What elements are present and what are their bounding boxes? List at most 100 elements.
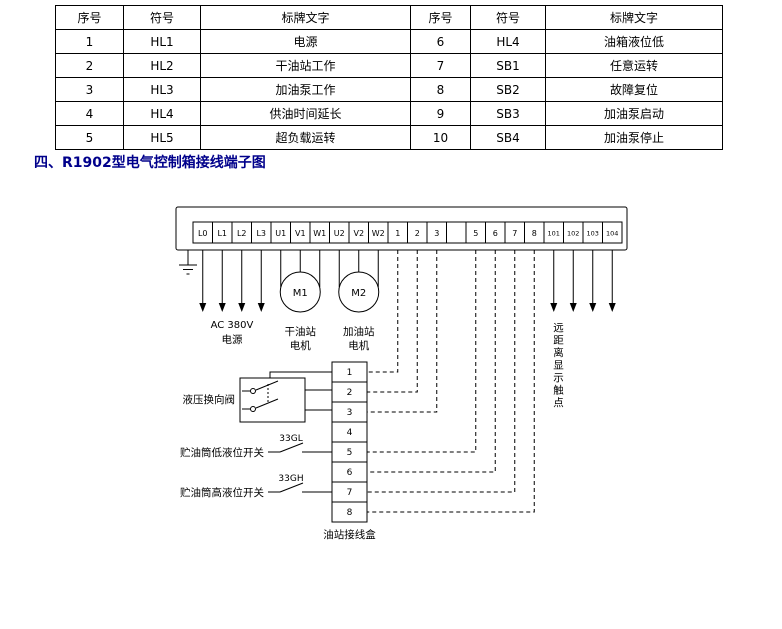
valve-symbol: 液压换向阀 xyxy=(183,371,332,423)
table-cell: 2 xyxy=(55,53,124,78)
motor-name: M2 xyxy=(351,288,366,299)
junction-cell-label: 7 xyxy=(347,488,353,498)
remote-contact-wires: 远距离显示触点 xyxy=(550,250,616,410)
table-cell: 电源 xyxy=(200,29,411,54)
terminal-label: 2 xyxy=(415,229,420,238)
table-cell: SB2 xyxy=(470,77,546,102)
terminal-label: U1 xyxy=(275,229,286,238)
terminal-label: L1 xyxy=(217,229,227,238)
table-row: 3 HL3 加油泵工作 8 SB2 故障复位 xyxy=(55,77,723,102)
terminal-label: L2 xyxy=(237,229,247,238)
terminal-label: U2 xyxy=(334,229,345,238)
valve-label: 液压换向阀 xyxy=(183,393,236,406)
terminal-label: V2 xyxy=(353,229,364,238)
junction-cell-label: 6 xyxy=(347,468,353,478)
terminal-label: V1 xyxy=(295,229,306,238)
table-cell: SB4 xyxy=(470,125,546,150)
ground-icon xyxy=(179,250,197,275)
motor-label: 电机 xyxy=(348,339,369,352)
table-header-cell: 标牌文字 xyxy=(545,5,723,30)
wiring-diagram: L0 L1 L2 L3 U1 V1 W1 U2 V2 W2 1 2 3 5 6 … xyxy=(150,195,670,625)
junction-cell-label: 8 xyxy=(347,508,353,518)
table-cell: 供油时间延长 xyxy=(200,101,411,126)
terminal-label: 3 xyxy=(434,229,439,238)
table-cell: 干油站工作 xyxy=(200,53,411,78)
table-header-cell: 符号 xyxy=(123,5,201,30)
table-cell: 6 xyxy=(410,29,471,54)
terminal-label: 7 xyxy=(512,229,517,238)
table-cell: HL3 xyxy=(123,77,201,102)
table-cell: 超负载运转 xyxy=(200,125,411,150)
table-cell: HL4 xyxy=(123,101,201,126)
table-cell: 加油泵停止 xyxy=(545,125,723,150)
junction-cell-label: 3 xyxy=(347,408,353,418)
table-cell: 加油泵工作 xyxy=(200,77,411,102)
motor-m1: M1 干油站 电机 xyxy=(279,250,321,352)
terminal-label: 1 xyxy=(395,229,400,238)
dashed-links xyxy=(367,250,535,513)
table-header-cell: 标牌文字 xyxy=(200,5,411,30)
power-label-line1: AC 380V xyxy=(211,320,254,331)
table-cell: 8 xyxy=(410,77,471,102)
motor-m2: M2 加油站 电机 xyxy=(338,250,380,352)
terminal-label: 8 xyxy=(532,229,537,238)
low-level-switch: 33GL 贮油筒低液位开关 xyxy=(180,434,332,459)
section-heading: 四、R1902型电气控制箱接线端子图 xyxy=(34,155,266,171)
terminal-label: W2 xyxy=(372,229,385,238)
high-switch-label: 贮油筒高液位开关 xyxy=(180,486,264,499)
table-cell: 故障复位 xyxy=(545,77,723,102)
table-cell: 5 xyxy=(55,125,124,150)
high-level-switch: 33GH 贮油筒高液位开关 xyxy=(180,474,332,499)
table-cell: 7 xyxy=(410,53,471,78)
table-cell: 3 xyxy=(55,77,124,102)
table-cell: HL4 xyxy=(470,29,546,54)
high-switch-tag: 33GH xyxy=(278,474,303,484)
table-cell: 任意运转 xyxy=(545,53,723,78)
motor-name: M1 xyxy=(293,288,308,299)
terminal-label: 104 xyxy=(606,230,618,238)
table-cell: 4 xyxy=(55,101,124,126)
table-cell: 9 xyxy=(410,101,471,126)
terminal-label: 5 xyxy=(473,229,478,238)
power-wires: AC 380V 电源 xyxy=(199,250,265,346)
terminal-label: 101 xyxy=(548,230,560,238)
table-cell: SB3 xyxy=(470,101,546,126)
signal-table: 序号 符号 标牌文字 序号 符号 标牌文字 1 HL1 电源 6 HL4 油箱液… xyxy=(55,5,723,150)
junction-box: 1 2 3 4 5 6 7 8 油站接线盒 xyxy=(323,361,376,541)
terminal-label: W1 xyxy=(313,229,326,238)
motor-label: 电机 xyxy=(290,339,311,352)
junction-cell-label: 4 xyxy=(347,428,353,438)
power-label-line2: 电源 xyxy=(222,333,243,346)
motor-label: 加油站 xyxy=(343,325,375,338)
table-cell: 加油泵启动 xyxy=(545,101,723,126)
junction-cell-label: 2 xyxy=(347,388,353,398)
table-header-row: 序号 符号 标牌文字 序号 符号 标牌文字 xyxy=(55,5,723,30)
terminal-label: 103 xyxy=(587,230,599,238)
table-cell: 油箱液位低 xyxy=(545,29,723,54)
junction-box-caption: 油站接线盒 xyxy=(323,528,376,541)
table-header-cell: 序号 xyxy=(55,5,124,30)
terminal-strip: L0 L1 L2 L3 U1 V1 W1 U2 V2 W2 1 2 3 5 6 … xyxy=(175,206,628,251)
terminal-label: L3 xyxy=(256,229,266,238)
table-cell: SB1 xyxy=(470,53,546,78)
low-switch-tag: 33GL xyxy=(279,434,302,444)
low-switch-label: 贮油筒低液位开关 xyxy=(180,446,264,459)
terminal-label: 6 xyxy=(493,229,498,238)
table-cell: HL1 xyxy=(123,29,201,54)
remote-contact-label: 远距离显示触点 xyxy=(552,322,564,410)
table-header-cell: 符号 xyxy=(470,5,546,30)
junction-cell-label: 1 xyxy=(347,368,353,378)
table-row: 5 HL5 超负载运转 10 SB4 加油泵停止 xyxy=(55,125,723,150)
table-header-cell: 序号 xyxy=(410,5,471,30)
table-cell: HL2 xyxy=(123,53,201,78)
table-cell: HL5 xyxy=(123,125,201,150)
table-row: 1 HL1 电源 6 HL4 油箱液位低 xyxy=(55,29,723,54)
terminal-label: L0 xyxy=(198,229,208,238)
table-cell: 1 xyxy=(55,29,124,54)
junction-cell-label: 5 xyxy=(347,448,353,458)
motor-label: 干油站 xyxy=(285,325,317,338)
table-row: 4 HL4 供油时间延长 9 SB3 加油泵启动 xyxy=(55,101,723,126)
table-row: 2 HL2 干油站工作 7 SB1 任意运转 xyxy=(55,53,723,78)
table-cell: 10 xyxy=(410,125,471,150)
